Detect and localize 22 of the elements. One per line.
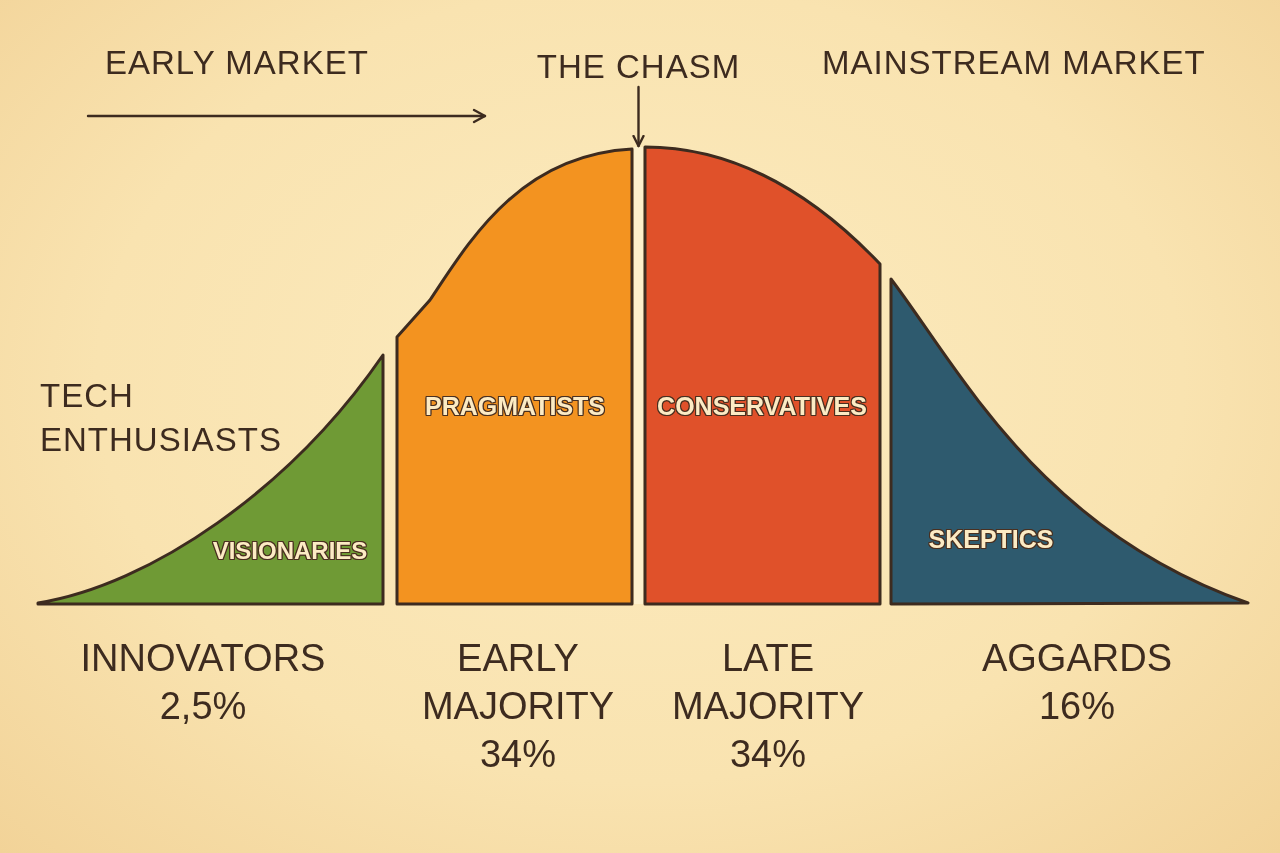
group-label: INNOVATORS xyxy=(80,636,326,681)
section-heading: EARLY MARKET xyxy=(105,44,369,82)
segment-label: PRAGMATISTS xyxy=(424,393,606,421)
curve-segment xyxy=(643,145,882,606)
curve-segment xyxy=(395,147,634,606)
curve-segment xyxy=(889,277,1250,606)
side-label: TECH ENTHUSIASTS xyxy=(40,376,283,460)
segment-label: VISIONARIES xyxy=(212,537,368,565)
curve-segment xyxy=(36,353,385,606)
chasm-gap xyxy=(634,147,643,604)
section-heading: MAINSTREAM MARKET xyxy=(822,44,1206,82)
group-label: LATE MAJORITY xyxy=(671,636,865,729)
group-label: EARLY MAJORITY xyxy=(421,636,615,729)
percentage-label: 2,5% xyxy=(159,684,247,729)
group-label: AGGARDS xyxy=(981,636,1172,681)
section-heading: THE CHASM xyxy=(536,48,741,86)
arrow xyxy=(632,85,645,148)
percentage-label: 16% xyxy=(1038,684,1116,729)
segment-label: CONSERVATIVES xyxy=(657,393,867,421)
percentage-label: 34% xyxy=(729,732,807,777)
segment-label: SKEPTICS xyxy=(928,526,1054,554)
percentage-label: 34% xyxy=(479,732,557,777)
